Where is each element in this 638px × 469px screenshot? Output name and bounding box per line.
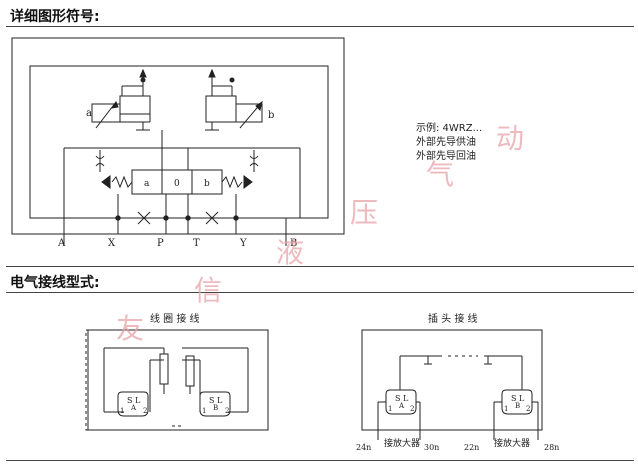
wiring-plug-title: 插 头 接 线 — [428, 312, 478, 325]
solenoid-a-label: a — [86, 108, 92, 119]
divider — [6, 266, 634, 267]
example-note: 示例: 4WRZ... 外部先导供油 外部先导回油 — [416, 122, 482, 164]
watermark-char: 动 — [496, 122, 524, 155]
wiring-plug-frame — [361, 329, 543, 431]
terminal-30n: 30n — [424, 443, 439, 452]
amplifier-right-label: 接放大器 — [494, 437, 530, 449]
port-x-label: X — [108, 238, 116, 249]
hydraulic-symbol — [11, 37, 345, 246]
watermark: 友 信 液 压 气 动 — [116, 122, 524, 345]
spool-label-0: 0 — [174, 179, 180, 189]
pilot-valve-left — [91, 68, 151, 131]
terminal-22n: 22n — [464, 443, 479, 452]
watermark-char: 友 — [116, 312, 144, 345]
plug-coil-b-pin1: 1 — [504, 405, 508, 413]
pilot-boundary — [29, 65, 329, 219]
coil-a — [117, 391, 149, 417]
note-line-model: 示例: 4WRZ... — [416, 123, 483, 134]
watermark-char: 压 — [350, 196, 378, 229]
coil-b-pin1: 1 — [202, 407, 206, 415]
divider — [6, 460, 634, 461]
port-b-label: B — [290, 238, 297, 249]
coil-b — [199, 391, 231, 417]
terminal-28n: 28n — [544, 443, 559, 452]
port-y-label: Y — [239, 238, 247, 249]
divider — [6, 26, 634, 27]
plug-coil-b-sub: B — [515, 402, 520, 410]
terminal-24n: 24n — [356, 443, 371, 452]
coil-a-pin2: 2 — [143, 407, 147, 415]
wiring-plug-diagram — [361, 329, 543, 440]
plug-coil-a-pin1: 1 — [388, 405, 392, 413]
watermark-char: 信 — [194, 274, 222, 307]
orifice-left — [95, 150, 105, 172]
coil-a-sub: A — [130, 404, 137, 412]
coil-b-label: S L — [209, 396, 223, 405]
plug-coil-a — [385, 389, 417, 415]
plug-coil-b-pin2: 2 — [526, 405, 530, 413]
spool-label-a: a — [144, 179, 150, 189]
coil-b-pin2: 2 — [225, 407, 229, 415]
port-t-label: T — [193, 238, 200, 249]
coil-a-pin1: 1 — [120, 407, 124, 415]
note-line-pilot-supply: 外部先导供油 — [416, 137, 476, 148]
symbol-frame — [11, 37, 345, 235]
pilot-valve-right — [205, 68, 263, 131]
wiring-coil-frame — [85, 329, 269, 431]
section-title-wiring: 电气接线型式: — [10, 275, 100, 291]
spool-label-b: b — [204, 179, 210, 189]
plug-coil-a-label: S L — [395, 394, 409, 403]
divider — [6, 292, 634, 293]
section-title-symbol: 详细图形符号: — [10, 9, 100, 25]
solenoid-b-label: b — [268, 110, 274, 121]
plug-coil-b-label: S L — [511, 394, 525, 403]
watermark-char: 液 — [276, 236, 304, 269]
coil-a-label: S L — [127, 396, 141, 405]
port-a-label: A — [57, 238, 66, 249]
plug-coil-a-pin2: 2 — [410, 405, 414, 413]
plug-coil-b — [501, 389, 533, 415]
note-line-pilot-return: 外部先导回油 — [416, 151, 476, 162]
plug-coil-a-sub: A — [398, 402, 405, 410]
coil-b-sub: B — [213, 404, 218, 412]
wiring-coil-diagram — [85, 329, 269, 431]
port-p-label: P — [157, 238, 164, 249]
orifice-right — [249, 150, 259, 172]
watermark-char: 气 — [426, 158, 454, 191]
wiring-coil-title: 线 圈 接 线 — [150, 312, 200, 325]
amplifier-left-label: 接放大器 — [384, 437, 420, 449]
main-spool — [101, 169, 253, 195]
